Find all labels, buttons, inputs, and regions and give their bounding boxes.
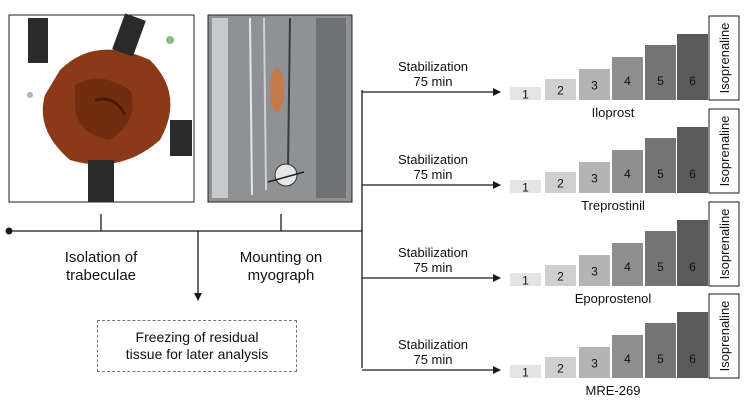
dose-step-number: 1	[522, 88, 529, 102]
isoprenaline-label: Isoprenaline	[717, 301, 732, 372]
dose-step-number: 6	[689, 74, 696, 88]
duration-label: 75 min	[413, 74, 452, 89]
dose-step	[677, 312, 708, 378]
dose-step	[579, 347, 610, 378]
dose-step	[645, 323, 676, 378]
stabilization-label: Stabilization	[398, 59, 468, 74]
dose-step	[510, 273, 541, 286]
dose-step	[545, 265, 576, 286]
isoprenaline-box	[708, 201, 740, 287]
mounting-label-line2: myograph	[248, 267, 315, 284]
dose-step	[612, 57, 643, 100]
drug-label: Iloprost	[592, 105, 635, 120]
dose-step	[579, 255, 610, 286]
stabilization-label: Stabilization	[398, 337, 468, 352]
dose-step	[677, 127, 708, 193]
dose-step-number: 5	[657, 352, 664, 366]
isoprenaline-label: Isoprenaline	[717, 23, 732, 94]
dose-step	[677, 34, 708, 100]
dose-step-number: 1	[522, 274, 529, 288]
freezing-box: Freezing of residual tissue for later an…	[97, 320, 297, 372]
dose-step-number: 5	[657, 74, 664, 88]
dose-step-number: 3	[591, 172, 598, 186]
dose-step	[579, 162, 610, 193]
dose-step	[510, 87, 541, 100]
dose-step	[677, 220, 708, 286]
isoprenaline-box	[708, 293, 740, 379]
dose-step	[645, 45, 676, 100]
dose-step-number: 5	[657, 260, 664, 274]
dose-step-number: 1	[522, 366, 529, 380]
isoprenaline-label: Isoprenaline	[717, 116, 732, 187]
isolation-label-line2: trabeculae	[66, 267, 136, 284]
dose-step-number: 4	[624, 167, 631, 181]
drug-label: Epoprostenol	[575, 291, 652, 306]
dose-step	[645, 138, 676, 193]
dose-step-number: 3	[591, 265, 598, 279]
dose-step-number: 5	[657, 167, 664, 181]
dose-step-number: 2	[557, 362, 564, 376]
dose-step	[545, 172, 576, 193]
duration-label: 75 min	[413, 352, 452, 367]
myograph-photo	[207, 14, 353, 203]
dose-step-number: 4	[624, 352, 631, 366]
dose-step-number: 1	[522, 181, 529, 195]
dose-step	[510, 365, 541, 378]
dose-step	[510, 180, 541, 193]
dose-step-number: 4	[624, 260, 631, 274]
trabeculae-photo	[8, 13, 195, 203]
dose-step-number: 6	[689, 352, 696, 366]
dose-step-number: 2	[557, 177, 564, 191]
dose-step-number: 2	[557, 84, 564, 98]
dose-step-number: 2	[557, 270, 564, 284]
isolation-label-line1: Isolation of	[65, 249, 138, 266]
isoprenaline-label: Isoprenaline	[717, 209, 732, 280]
drug-label: Treprostinil	[581, 198, 645, 213]
stabilization-label: Stabilization	[398, 152, 468, 167]
dose-step	[545, 79, 576, 100]
dose-step	[579, 69, 610, 100]
stabilization-label: Stabilization	[398, 245, 468, 260]
isoprenaline-box	[708, 15, 740, 101]
dose-step	[612, 150, 643, 193]
dose-step	[612, 243, 643, 286]
freezing-label-line2: tissue for later analysis	[125, 346, 269, 362]
dose-step-number: 3	[591, 79, 598, 93]
freezing-label-line1: Freezing of residual	[135, 329, 259, 345]
duration-label: 75 min	[413, 167, 452, 182]
duration-label: 75 min	[413, 260, 452, 275]
dose-step	[645, 231, 676, 286]
dose-step	[612, 335, 643, 378]
mounting-label-line1: Mounting on	[240, 249, 323, 266]
drug-label: MRE-269	[586, 383, 641, 398]
dose-step-number: 3	[591, 357, 598, 371]
dose-step-number: 4	[624, 74, 631, 88]
dose-step-number: 6	[689, 167, 696, 181]
isoprenaline-box	[708, 108, 740, 194]
dose-step-number: 6	[689, 260, 696, 274]
dose-step	[545, 357, 576, 378]
